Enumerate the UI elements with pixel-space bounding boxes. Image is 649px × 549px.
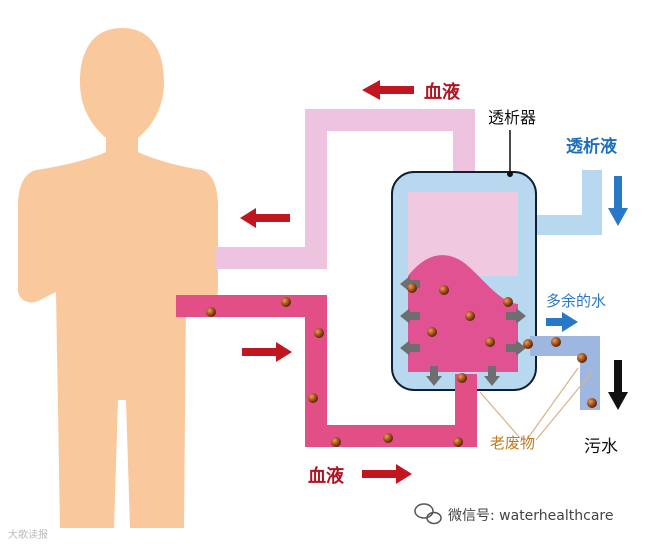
filter-arrow-down-1 [426, 366, 442, 386]
blood-arrow-return-to-body [240, 208, 290, 228]
waste-leader-line-3 [535, 371, 593, 441]
waste-particle [407, 283, 417, 293]
waste-leader-line-2 [527, 367, 579, 439]
waste-particle [453, 437, 463, 447]
label-excess-water: 多余的水 [546, 292, 607, 310]
sewage-outlet-tube [530, 336, 600, 410]
label-sewage: 污水 [584, 437, 618, 457]
filter-arrow-left-3 [400, 340, 420, 356]
waste-particle [457, 373, 467, 383]
human-body [18, 28, 218, 528]
label-dialyzer: 透析器 [488, 108, 537, 127]
label-blood-bottom: 血液 [308, 466, 344, 487]
dialyzer-leader-dot [507, 171, 513, 177]
label-blood-top: 血液 [424, 82, 460, 103]
blood-supply-tube [176, 295, 477, 447]
waste-particle [439, 285, 449, 295]
waste-particles [206, 283, 597, 447]
excess-water-arrow [546, 312, 578, 332]
filter-arrow-right-1 [506, 308, 526, 324]
waste-particle [383, 433, 393, 443]
label-waste: 老废物 [490, 434, 536, 452]
waste-particle [523, 339, 533, 349]
blood-arrow-from-body [242, 342, 292, 362]
watermark-text: 微信号: waterhealthcare [448, 508, 614, 524]
waste-particle [587, 398, 597, 408]
waste-particle [577, 353, 587, 363]
blood-arrow-bottom [362, 464, 412, 484]
filtration-arrows [400, 276, 526, 386]
waste-particle [551, 337, 561, 347]
waste-particle [503, 297, 513, 307]
waste-particle [308, 393, 318, 403]
waste-particle [465, 311, 475, 321]
waste-particle [281, 297, 291, 307]
filter-arrow-left-2 [400, 308, 420, 324]
blood-arrow-top [362, 80, 414, 100]
sewage-down-arrow [608, 360, 628, 410]
waste-particle [206, 307, 216, 317]
filter-arrow-right-2 [506, 340, 526, 356]
corner-logo: 大歌读报 [8, 530, 48, 541]
blood-return-tube [216, 109, 475, 269]
filter-arrow-down-2 [484, 366, 500, 386]
waste-particle [331, 437, 341, 447]
waste-leader-line-1 [479, 391, 521, 439]
waste-particle [427, 327, 437, 337]
waste-particle [314, 328, 324, 338]
label-dialysate: 透析液 [566, 137, 617, 157]
wechat-icon [414, 503, 442, 525]
waste-particle [485, 337, 495, 347]
dialysate-inlet-tube [528, 170, 602, 235]
dialysate-down-arrow [608, 176, 628, 226]
